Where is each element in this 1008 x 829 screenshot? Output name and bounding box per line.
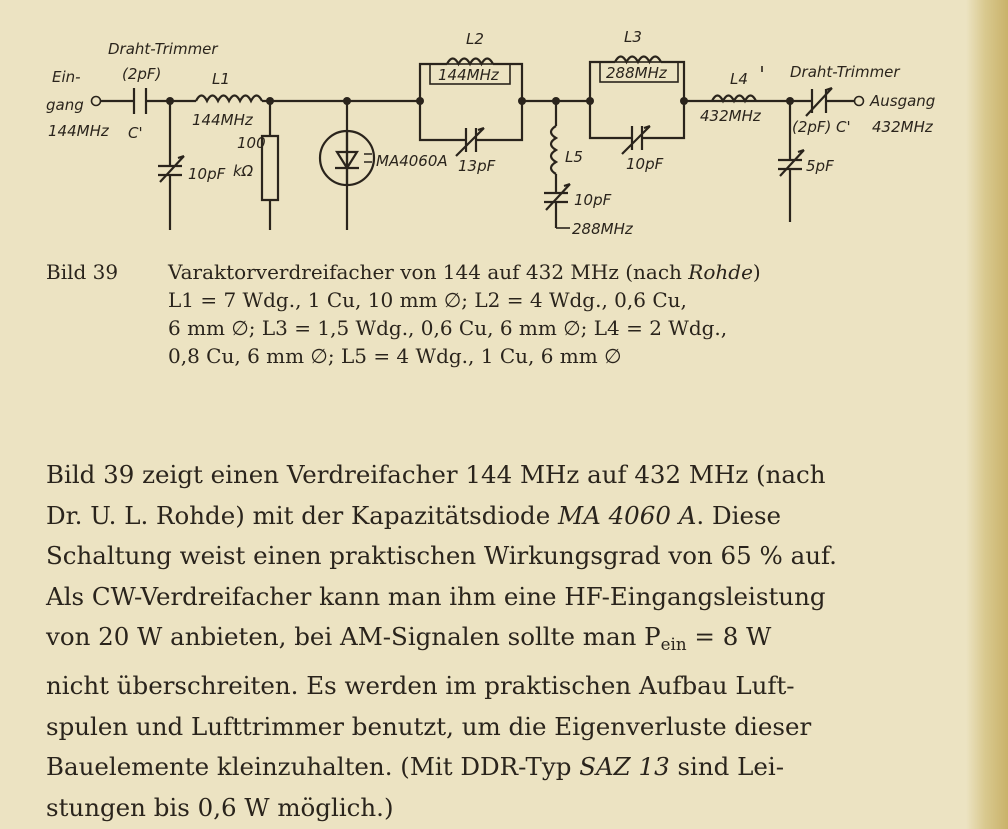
inductor-l4-frequency: 432MHz <box>700 107 762 125</box>
tank-l2-trimmer <box>455 126 485 157</box>
input-trimmer-cprime: C' <box>128 124 143 142</box>
shunt-trimmer-right-value: 5pF <box>806 157 834 175</box>
tank-l3-frame <box>588 60 686 140</box>
output-label: Ausgang <box>869 92 935 110</box>
caption-body: Varaktorverdreifacher von 144 auf 432 MH… <box>168 258 948 370</box>
caption-line-1: Varaktorverdreifacher von 144 auf 432 MH… <box>168 260 689 284</box>
output-trimmer-cprime: C' <box>836 118 851 136</box>
tank-l2-trimmer-value: 13pF <box>458 157 496 175</box>
body-line: Dr. U. L. Rohde) mit der Kapazitätsdiode… <box>46 496 936 537</box>
resistor-unit: kΩ <box>233 162 254 180</box>
input-trimmer-title: Draht-Trimmer <box>108 40 218 58</box>
caption-line-3: 6 mm ∅; L3 = 1,5 Wdg., 0,6 Cu, 6 mm ∅; L… <box>168 316 728 340</box>
varactor-diode-symbol <box>335 132 359 184</box>
inductor-l1-label: L1 <box>212 70 230 88</box>
output-trimmer-capacitor <box>805 86 833 117</box>
inductor-l4 <box>711 94 757 104</box>
tank-l3-trimmer-value: 10pF <box>626 155 664 173</box>
input-frequency: 144MHz <box>48 122 110 140</box>
inductor-l2 <box>446 57 494 67</box>
input-trimmer-capacitor <box>132 88 148 114</box>
tank-l2-frame <box>418 62 524 142</box>
output-trimmer-value: (2pF) <box>792 118 831 136</box>
body-line-7: spulen und Lufttrimmer benutzt, um die E… <box>46 711 812 741</box>
body-line-3: Schaltung weist einen praktischen Wirkun… <box>46 541 837 571</box>
caption-label: Bild 39 <box>46 260 119 284</box>
inductor-l5 <box>549 125 559 175</box>
output-frequency: 432MHz <box>872 118 934 136</box>
trap-l5-frequency: 288MHz <box>572 220 634 238</box>
shunt-trimmer-left <box>158 101 185 230</box>
input-label-line2: gang <box>46 96 84 114</box>
shunt-trimmer-right <box>778 101 805 222</box>
tank-l3-trimmer <box>621 124 651 155</box>
body-line-8a: Bauelemente kleinzuhalten. (Mit DDR-Typ <box>46 752 580 782</box>
page-edge-shadow <box>966 0 1008 829</box>
inductor-l3 <box>614 55 662 65</box>
body-line-1: Bild 39 zeigt einen Verdreifacher 144 MH… <box>46 460 826 489</box>
output-terminal <box>853 95 865 107</box>
caption-line-4: 0,8 Cu, 6 mm ∅; L5 = 4 Wdg., 1 Cu, 6 mm … <box>168 344 622 368</box>
body-line-2b: . Diese <box>696 500 782 530</box>
junction-dot <box>680 97 688 105</box>
inductor-l1 <box>195 94 263 104</box>
body-line: von 20 W anbieten, bei AM-Signalen sollt… <box>46 617 936 666</box>
caption-author: Rohde <box>688 260 753 284</box>
body-line-6: nicht überschreiten. Es werden im prakti… <box>46 670 795 700</box>
body-line-5a: von 20 W anbieten, bei AM-Signalen sollt… <box>46 622 661 652</box>
inductor-l4-label: L4 <box>730 70 748 88</box>
varactor-diode-type: MA4060A <box>376 152 448 170</box>
inductor-l2-label: L2 <box>466 30 484 48</box>
junction-dot <box>518 97 526 105</box>
caption-line: Varaktorverdreifacher von 144 auf 432 MH… <box>168 258 948 286</box>
body-line-9: stungen bis 0,6 W möglich.) <box>46 792 394 822</box>
body-line-8b: sind Lei- <box>669 752 784 782</box>
body-pein-subscript: ein <box>660 635 687 655</box>
input-label-line1: Ein- <box>52 68 81 86</box>
body-line-4: Als CW-Verdreifacher kann man ihm eine H… <box>46 581 826 611</box>
body-line-2a: Dr. U. L. Rohde) mit der Kapazitätsdiode <box>46 500 558 530</box>
varactor-diode-circle <box>318 129 376 187</box>
input-trimmer-value: (2pF) <box>122 65 161 83</box>
inductor-l3-label: L3 <box>624 28 642 46</box>
body-paragraph: Bild 39 zeigt einen Verdreifacher 144 MH… <box>46 455 936 828</box>
body-saz-type: SAZ 13 <box>579 752 670 782</box>
output-trimmer-title: Draht-Trimmer <box>790 63 900 81</box>
input-terminal <box>90 95 102 107</box>
inductor-l3-freq-box <box>599 61 679 83</box>
trap-l5-trimmer-value: 10pF <box>574 191 612 209</box>
resistor-100k <box>260 101 280 230</box>
resistor-value: 100 <box>237 134 266 152</box>
inductor-l5-label: L5 <box>565 148 583 166</box>
inductor-l2-frequency: 144MHz <box>438 66 500 84</box>
varactor-diode-mark <box>364 153 372 163</box>
body-line-5b: = 8 W <box>686 622 772 652</box>
body-diode-name: MA 4060 A <box>558 500 697 530</box>
trap-l5-wire <box>544 101 571 228</box>
varactor-tripler-schematic: Ein- gang 144MHz Draht-Trimmer (2pF) C' … <box>46 28 935 238</box>
inductor-l1-frequency: 144MHz <box>192 111 254 129</box>
caption-line-2: L1 = 7 Wdg., 1 Cu, 10 mm ∅; L2 = 4 Wdg.,… <box>168 288 687 312</box>
caption-line-1-end: ) <box>752 260 761 284</box>
body-line: Bauelemente kleinzuhalten. (Mit DDR-Typ … <box>46 747 936 788</box>
inductor-l2-freq-box <box>429 63 511 85</box>
inductor-l3-frequency: 288MHz <box>606 64 668 82</box>
shunt-trimmer-left-value: 10pF <box>188 165 226 183</box>
